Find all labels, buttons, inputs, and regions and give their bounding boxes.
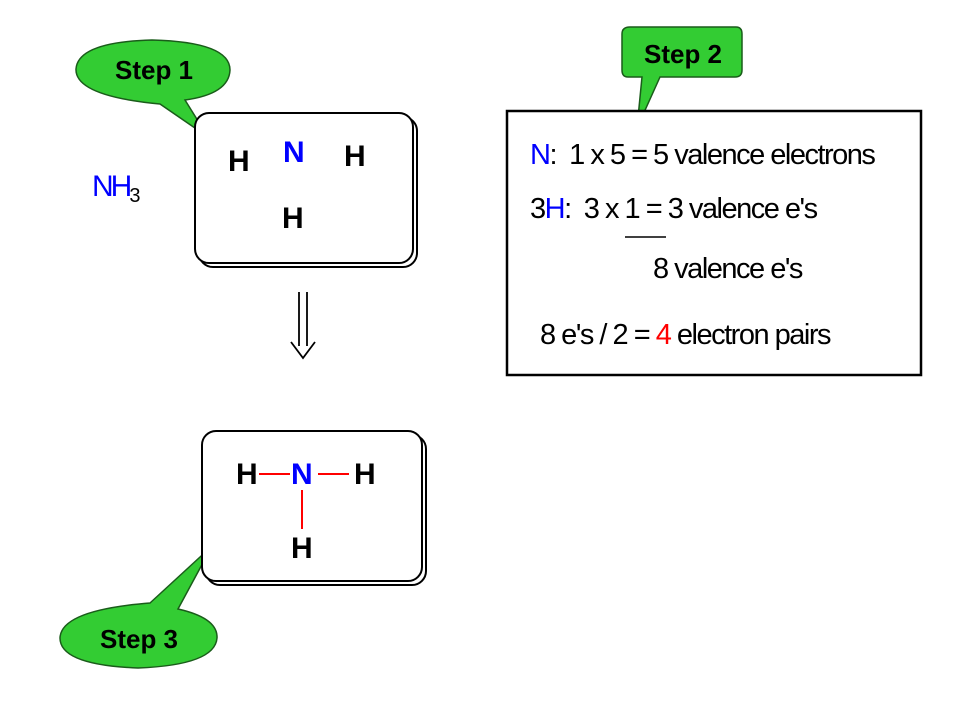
- step3-atom-n: N: [291, 458, 313, 491]
- total-valence-line: 8 valence e's: [653, 253, 803, 285]
- step1-box: [194, 112, 418, 268]
- n-colon: :: [549, 139, 557, 171]
- pairs-after: electron pairs: [670, 319, 832, 351]
- step3-atom-h-bottom: H: [291, 532, 313, 565]
- step1-atom-h-bottom: H: [282, 202, 304, 235]
- step1-callout-bubble: [75, 39, 231, 138]
- step1-atom-h-left: H: [228, 145, 250, 178]
- n-calculation: 1 x 5 = 5 valence electrons: [569, 139, 876, 171]
- molecular-formula: NH3: [92, 170, 141, 207]
- h-element: H: [544, 193, 566, 225]
- step1-atom-n: N: [283, 136, 305, 169]
- step2-box: [505, 109, 923, 377]
- h-prefix: 3: [530, 193, 546, 225]
- h-valence-line: 3H: 3 x 1 = 3 valence e's: [530, 193, 818, 225]
- step2-callout-bubble: [621, 26, 743, 129]
- pairs-value: 4: [655, 319, 672, 351]
- formula-subscript: 3: [129, 185, 141, 207]
- pairs-before: 8 e's / 2 =: [540, 319, 656, 351]
- h-calculation: 3 x 1 = 3 valence e's: [583, 193, 818, 225]
- n-valence-line: N: 1 x 5 = 5 valence electrons: [530, 139, 876, 171]
- formula-element: NH: [92, 170, 132, 203]
- step1-atom-h-right: H: [344, 140, 366, 173]
- step3-atom-h-left: H: [236, 458, 258, 491]
- n-element: N: [530, 139, 551, 171]
- double-down-arrow: [290, 292, 316, 360]
- step3-label: Step 3: [99, 624, 179, 654]
- step3-atom-h-right: H: [354, 458, 376, 491]
- step2-label: Step 2: [643, 39, 723, 69]
- electron-pairs-line: 8 e's / 2 = 4 electron pairs: [540, 319, 832, 351]
- step1-label: Step 1: [114, 55, 194, 85]
- step3-callout-bubble: [59, 545, 218, 669]
- step3-box: [201, 430, 427, 586]
- h-colon: :: [564, 193, 572, 225]
